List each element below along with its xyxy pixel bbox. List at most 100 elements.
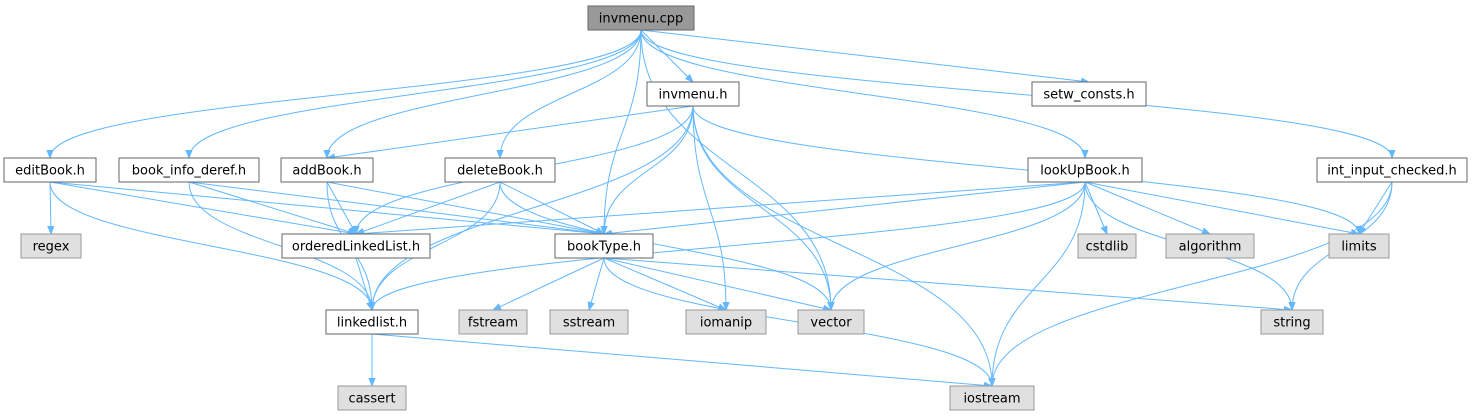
node-label: limits xyxy=(1341,240,1377,255)
node-label: iomanip xyxy=(700,316,752,331)
edge-book-info-deref-h-to-linkedlist-h xyxy=(188,181,372,310)
node-label: orderedLinkedList.h xyxy=(292,240,420,255)
node-orderedlinkedlist-h[interactable]: orderedLinkedList.h xyxy=(281,233,431,259)
node-label: int_input_checked.h xyxy=(1327,164,1457,179)
edge-invmenu-cpp-to-invmenu-h xyxy=(640,29,693,82)
node-box xyxy=(325,309,419,335)
node-lookupbook-h[interactable]: lookUpBook.h xyxy=(1027,157,1143,183)
edge-invmenu-h-to-iostream xyxy=(692,105,992,386)
node-iostream: iostream xyxy=(949,385,1035,411)
node-box xyxy=(587,5,695,31)
edge-addbook-h-to-booktype-h xyxy=(326,181,604,234)
node-invmenu-h[interactable]: invmenu.h xyxy=(646,81,740,107)
node-label: string xyxy=(1273,316,1310,331)
node-booktype-h[interactable]: bookType.h xyxy=(554,233,654,259)
node-label: invmenu.h xyxy=(658,88,727,103)
node-label: lookUpBook.h xyxy=(1040,164,1130,179)
node-box xyxy=(444,157,556,183)
node-label: bookType.h xyxy=(567,240,641,255)
node-int-input-checked-h[interactable]: int_input_checked.h xyxy=(1316,157,1468,183)
edge-deletebook-h-to-orderedlinkedlist-h xyxy=(356,181,501,234)
edge-invmenu-cpp-to-deletebook-h xyxy=(500,29,642,158)
node-box xyxy=(3,157,97,183)
edge-booktype-h-to-fstream xyxy=(493,257,605,310)
node-addbook-h[interactable]: addBook.h xyxy=(280,157,374,183)
node-deletebook-h[interactable]: deleteBook.h xyxy=(444,157,556,183)
edge-lookupbook-h-to-iostream xyxy=(992,181,1086,386)
node-label: linkedlist.h xyxy=(337,316,407,331)
node-vector: vector xyxy=(797,309,865,335)
edge-editbook-h-to-booktype-h xyxy=(49,181,604,234)
edge-lookupbook-h-to-limits xyxy=(1084,181,1359,234)
node-box xyxy=(458,309,528,335)
edge-int-input-checked-h-to-limits xyxy=(1359,181,1393,234)
edge-booktype-h-to-vector xyxy=(603,257,831,310)
edge-int-input-checked-h-to-iostream xyxy=(992,181,1393,386)
edge-invmenu-cpp-to-addbook-h xyxy=(327,29,642,158)
edge-invmenu-h-to-iomanip xyxy=(692,105,726,310)
edge-addbook-h-to-orderedlinkedlist-h xyxy=(326,181,356,234)
edge-invmenu-cpp-to-booktype-h xyxy=(604,29,642,234)
edge-lookupbook-h-to-orderedlinkedlist-h xyxy=(356,181,1086,234)
edge-lookupbook-h-to-linkedlist-h xyxy=(372,181,1086,310)
node-label: editBook.h xyxy=(15,164,85,179)
node-invmenu-cpp[interactable]: invmenu.cpp xyxy=(587,5,695,31)
edge-booktype-h-to-sstream xyxy=(589,257,605,310)
node-box xyxy=(1031,81,1147,107)
node-label: cstdlib xyxy=(1086,240,1129,255)
node-label: sstream xyxy=(563,316,615,331)
node-box xyxy=(1328,233,1390,259)
edge-invmenu-h-to-limits xyxy=(692,105,1359,234)
edge-deletebook-h-to-linkedlist-h xyxy=(372,181,501,310)
node-label: invmenu.cpp xyxy=(599,12,683,27)
edge-booktype-h-to-iomanip xyxy=(603,257,726,311)
node-box xyxy=(554,233,654,259)
edge-invmenu-cpp-to-setw-consts-h xyxy=(640,29,1089,82)
node-box xyxy=(281,233,431,259)
node-box xyxy=(1027,157,1143,183)
node-label: cassert xyxy=(348,392,395,407)
node-book-info-deref-h[interactable]: book_info_deref.h xyxy=(118,157,260,183)
edge-invmenu-cpp-to-vector xyxy=(640,29,831,310)
edge-linkedlist-h-to-iostream xyxy=(371,333,992,386)
node-box xyxy=(1316,157,1468,183)
node-box xyxy=(20,233,82,259)
node-label: algorithm xyxy=(1179,240,1242,255)
edge-invmenu-cpp-to-editbook-h xyxy=(50,29,642,158)
edge-deletebook-h-to-vector xyxy=(499,181,831,310)
edge-deletebook-h-to-booktype-h xyxy=(499,181,604,234)
node-algorithm: algorithm xyxy=(1165,233,1255,259)
edge-editbook-h-to-regex xyxy=(50,181,51,234)
edge-book-info-deref-h-to-orderedlinkedlist-h xyxy=(188,181,356,234)
node-editbook-h[interactable]: editBook.h xyxy=(3,157,97,183)
node-fstream: fstream xyxy=(458,309,528,335)
edge-invmenu-h-to-addbook-h xyxy=(327,105,694,158)
edge-lookupbook-h-to-algorithm xyxy=(1084,181,1210,235)
node-linkedlist-h[interactable]: linkedlist.h xyxy=(325,309,419,335)
node-string: string xyxy=(1260,309,1324,335)
node-box xyxy=(1077,233,1137,259)
node-box xyxy=(646,81,740,107)
node-cassert: cassert xyxy=(337,385,407,411)
edge-booktype-h-to-string xyxy=(603,257,1292,310)
node-label: fstream xyxy=(468,316,518,331)
node-box xyxy=(797,309,865,335)
edge-invmenu-cpp-to-book-info-deref-h xyxy=(189,29,642,158)
edge-orderedlinkedlist-h-to-linkedlist-h xyxy=(355,257,372,310)
node-box xyxy=(549,309,629,335)
edge-editbook-h-to-linkedlist-h xyxy=(49,181,372,310)
node-label: vector xyxy=(810,316,852,331)
node-setw-consts-h[interactable]: setw_consts.h xyxy=(1031,81,1147,107)
node-box xyxy=(118,157,260,183)
node-label: setw_consts.h xyxy=(1043,88,1134,103)
edge-invmenu-h-to-linkedlist-h xyxy=(372,105,694,310)
node-box xyxy=(685,309,767,335)
node-label: addBook.h xyxy=(292,164,361,179)
node-box xyxy=(949,385,1035,411)
edge-editbook-h-to-orderedlinkedlist-h xyxy=(49,181,356,234)
node-regex: regex xyxy=(20,233,82,259)
node-iomanip: iomanip xyxy=(685,309,767,335)
node-box xyxy=(1260,309,1324,335)
node-box xyxy=(280,157,374,183)
